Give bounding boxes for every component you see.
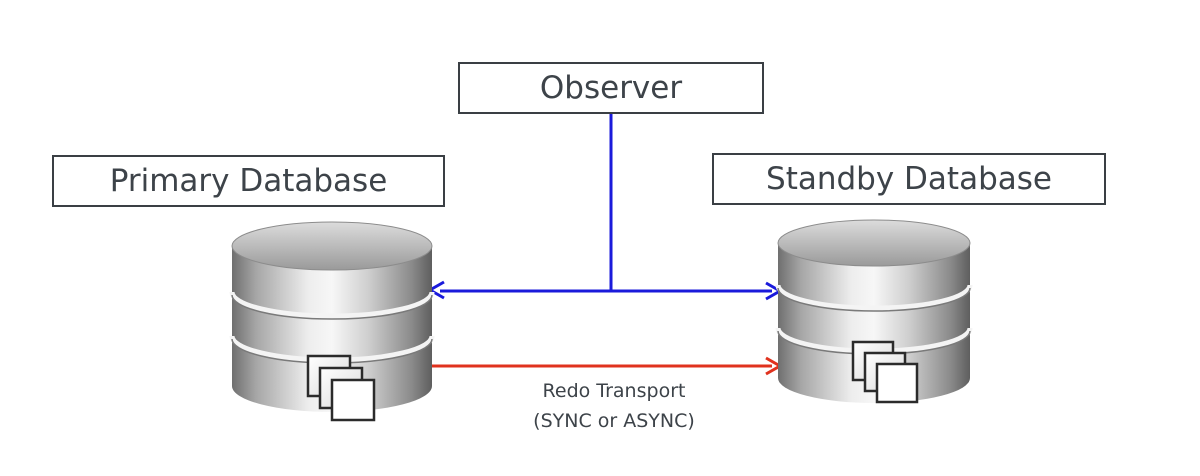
observer-label: Observer [458,62,764,114]
primary-database-icon [229,221,435,412]
primary-database-label: Primary Database [52,155,445,207]
primary-files-icon [306,354,376,422]
standby-files-icon [851,340,919,404]
standby-database-label: Standby Database [712,153,1106,205]
redo-transport-caption: Redo Transport [542,380,686,402]
redo-mode-caption: (SYNC or ASYNC) [533,410,695,432]
